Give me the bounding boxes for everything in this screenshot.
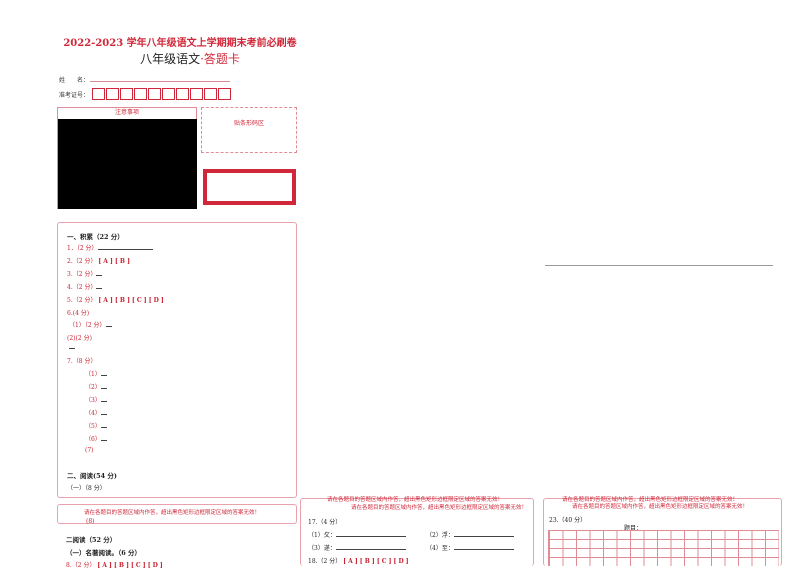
q8[interactable]: 8.（2 分） [ A ] [ B ] [ C ] [ D ] [66, 562, 163, 569]
composition-grid[interactable] [548, 530, 779, 566]
q5-options: [ A ] [ B ] [ C ] [ D ] [98, 297, 164, 304]
subtitle-main: 八年级语文 [140, 52, 201, 66]
q23: 23.（40 分） [549, 517, 587, 524]
subtitle-suffix: ·答题卡 [200, 52, 240, 66]
warning-text: 请在各题目的答题区域内作答，超出黑色矩形边框限定区域的答案无效！ [562, 497, 739, 503]
q7-part[interactable]: （5） [85, 421, 107, 430]
q7-part[interactable]: （4） [85, 408, 107, 417]
id-box[interactable] [106, 88, 119, 100]
id-box[interactable] [204, 88, 217, 100]
q6: 6.(4 分) [67, 310, 90, 317]
q17-1[interactable]: （1）攵： [308, 530, 406, 539]
id-boxes[interactable] [92, 88, 232, 100]
overlap-strip: 请在各题目的答题区域内作答，超出黑色矩形边框限定区域的答案无效！ (8) [57, 504, 297, 525]
q6-2-answer[interactable] [69, 344, 75, 351]
barcode-area: 贴条形码区 [201, 107, 297, 153]
warning-text: 请在各题目的答题区域内作答，超出黑色矩形边框限定区域的答案无效！ [351, 505, 528, 511]
q3[interactable]: 3.（2 分） [67, 269, 103, 278]
notice-title: 注意事项 [114, 109, 139, 116]
q1[interactable]: 1．（2 分） [67, 243, 153, 252]
id-box[interactable] [120, 88, 133, 100]
section2b-sub1: （一）名著阅读。（6 分） [66, 549, 142, 557]
q17-4[interactable]: （4）至： [426, 543, 514, 552]
q7: 7.（8 分） [67, 358, 97, 365]
q18[interactable]: 18.（2 分） [ A ] [ B ] [ C ] [ D ] [308, 558, 409, 565]
id-box[interactable] [148, 88, 161, 100]
answer-panel-left: 一、积累（22 分） 1．（2 分） 2.（2 分） [ A ] [ B ] 3… [57, 222, 297, 498]
name-field[interactable] [90, 81, 230, 82]
name-label: 姓 名： [59, 77, 90, 84]
exam-subtitle: 八年级语文·答题卡 [0, 50, 380, 67]
section1-title: 一、积累（22 分） [67, 233, 124, 241]
section2-title: 二、阅读(54 分) [67, 472, 117, 480]
q2-options: [ A ] [ B ] [98, 258, 130, 265]
id-box[interactable] [176, 88, 189, 100]
section2-sub-a: (8) [86, 518, 95, 525]
warning-text: 请在各题目的答题区域内作答，超出黑色矩形边框限定区域的答案无效！ [327, 497, 504, 503]
id-box[interactable] [134, 88, 147, 100]
q4[interactable]: 4.（2 分） [67, 282, 103, 291]
exam-title: 2022-2023 学年八年级语文上学期期末考前必刷卷 [63, 38, 297, 49]
id-box[interactable] [218, 88, 231, 100]
section2b-title: 二阅读（52 分） [66, 536, 117, 544]
q7-part[interactable]: （1） [85, 369, 107, 378]
q6-1[interactable]: （1）（2 分） [69, 320, 112, 329]
warning-text: 请在各题目的答题区域内作答，超出黑色矩形边框限定区域的答案无效！ [572, 504, 749, 510]
answer-panel-middle: 请在各题目的答题区域内作答，超出黑色矩形边框限定区域的答案无效！ 请在各题目的答… [300, 497, 534, 566]
id-label: 准考证号： [59, 92, 90, 99]
id-box[interactable] [92, 88, 105, 100]
notice-redacted-area [58, 119, 197, 209]
q7-part[interactable]: (7) [85, 447, 94, 454]
warning-text: 请在各题目的答题区域内作答，超出黑色矩形边框限定区域的答案无效！ [84, 510, 261, 516]
q17-2[interactable]: （2）浮： [426, 530, 514, 539]
id-box[interactable] [162, 88, 175, 100]
q6-2: (2)(2 分) [67, 335, 92, 342]
q7-part[interactable]: （3） [85, 395, 107, 404]
topic-label: 题目： [624, 525, 643, 532]
answer-panel-right: 请在各题目的答题区域内作答，超出黑色矩形边框限定区域的答案无效！ 请在各题目的答… [543, 497, 782, 566]
notice-box: 注意事项 [57, 107, 197, 209]
section2-sub1: （一）（8 分） [67, 485, 106, 492]
id-box[interactable] [190, 88, 203, 100]
q2[interactable]: 2.（2 分） [ A ] [ B ] [67, 258, 130, 265]
q7-part[interactable]: （2） [85, 382, 107, 391]
barcode-label: 贴条形码区 [233, 120, 264, 127]
q18-options: [ A ] [ B ] [ C ] [ D ] [343, 558, 409, 565]
absent-mark-box [203, 169, 296, 205]
q5[interactable]: 5.（2 分） [ A ] [ B ] [ C ] [ D ] [67, 297, 164, 304]
q17: 17.（4 分） [308, 519, 342, 526]
divider-line [545, 265, 773, 266]
q7-part[interactable]: （6） [85, 434, 107, 443]
q17-3[interactable]: （3）遂： [308, 543, 406, 552]
